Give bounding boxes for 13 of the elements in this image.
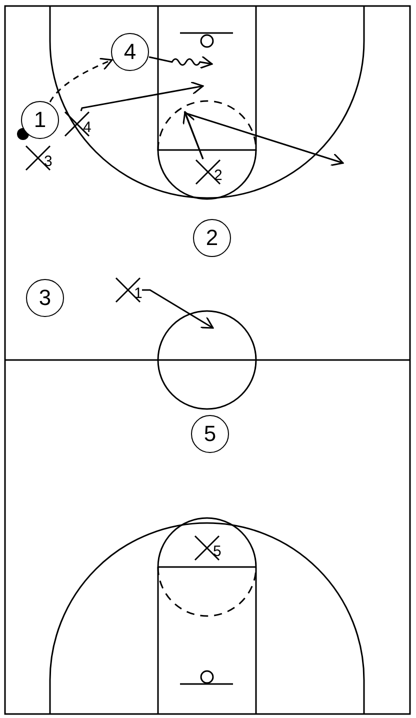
player-circle: 4 — [111, 33, 149, 71]
defender-number: 5 — [213, 544, 222, 559]
movement-arrow — [80, 81, 204, 112]
pass-arrow — [49, 58, 113, 102]
dribble-arrow — [148, 56, 213, 69]
defender-number: 4 — [83, 120, 92, 135]
player-circle: 5 — [191, 415, 229, 453]
player-circle: 3 — [26, 279, 64, 317]
defender-number: 3 — [44, 154, 52, 169]
movement-arrow — [184, 112, 344, 166]
player-circle: 1 — [21, 101, 59, 139]
movement-arrow — [142, 289, 214, 329]
player-circle: 2 — [193, 219, 231, 257]
